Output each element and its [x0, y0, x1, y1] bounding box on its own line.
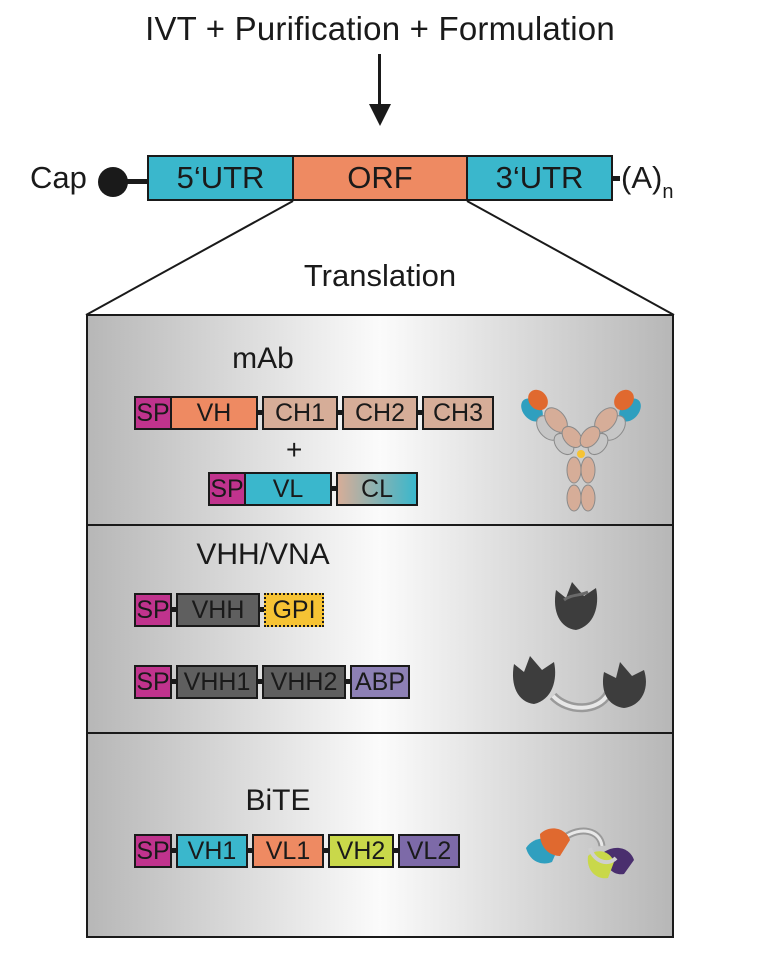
vhh1-domain: VHH1: [176, 665, 258, 699]
workflow-title: IVT + Purification + Formulation: [145, 10, 615, 47]
nanobody-icon: [554, 582, 598, 630]
vl2-domain: VL2: [398, 834, 460, 868]
vhh-panel: VHH/VNA SP VHH GPI SP VHH1 VHH2 ABP: [86, 524, 674, 734]
abp-domain: ABP: [350, 665, 410, 699]
polya-tail: (A)n: [621, 160, 673, 203]
sp-domain: SP: [134, 834, 172, 868]
polya-label: (A): [621, 160, 663, 195]
utr5-segment: 5‘UTR: [147, 155, 294, 201]
cap-dot-icon: [98, 167, 128, 197]
plus-sign: +: [286, 434, 303, 465]
mab-light-chain: SP VL CL: [208, 472, 418, 506]
ch2-domain: CH2: [342, 396, 418, 430]
vhh-abp-construct: SP VHH1 VHH2 ABP: [134, 665, 410, 699]
vhh-gpi-construct: SP VHH GPI: [134, 593, 324, 627]
bite-icon: [526, 827, 634, 879]
translation-label: Translation: [303, 258, 457, 293]
ch3-domain: CH3: [422, 396, 494, 430]
sp-domain: SP: [134, 396, 172, 430]
vh-domain: VH: [170, 396, 258, 430]
cl-domain: CL: [336, 472, 418, 506]
cap-linker: [125, 179, 149, 184]
utr3-segment: 3‘UTR: [466, 155, 613, 201]
vh1-domain: VH1: [176, 834, 248, 868]
polya-linker: [612, 176, 620, 181]
cap-label: Cap: [30, 160, 87, 195]
antibody-icon: [521, 389, 641, 512]
sp-domain: SP: [134, 593, 172, 627]
vl-domain: VL: [244, 472, 332, 506]
ch1-domain: CH1: [262, 396, 338, 430]
mab-title: mAb: [232, 342, 294, 375]
orf-segment: ORF: [292, 155, 468, 201]
expansion-line-left: [85, 200, 294, 316]
vh2-domain: VH2: [328, 834, 394, 868]
sp-domain: SP: [134, 665, 172, 699]
bite-panel: BiTE SP VH1 VL1 VH2 VL2: [86, 732, 674, 938]
gpi-anchor: GPI: [264, 593, 324, 627]
polya-subscript: n: [662, 181, 674, 203]
sp-domain: SP: [208, 472, 246, 506]
vhh-title: VHH/VNA: [196, 538, 330, 571]
vl1-domain: VL1: [252, 834, 324, 868]
bite-construct: SP VH1 VL1 VH2 VL2: [134, 834, 460, 868]
down-arrow-shaft: [378, 54, 381, 112]
bite-title: BiTE: [245, 784, 311, 817]
expansion-lines: [85, 200, 675, 316]
down-arrow-head: [369, 104, 391, 126]
expansion-line-right: [466, 200, 675, 316]
mab-panel: mAb SP VH CH1 CH2 CH3 + SP VL CL: [86, 314, 674, 526]
mab-heavy-chain: SP VH CH1 CH2 CH3: [134, 396, 494, 430]
vhh2-domain: VHH2: [262, 665, 346, 699]
bivalent-nanobody-icon: [512, 656, 646, 713]
vhh-domain: VHH: [176, 593, 260, 627]
